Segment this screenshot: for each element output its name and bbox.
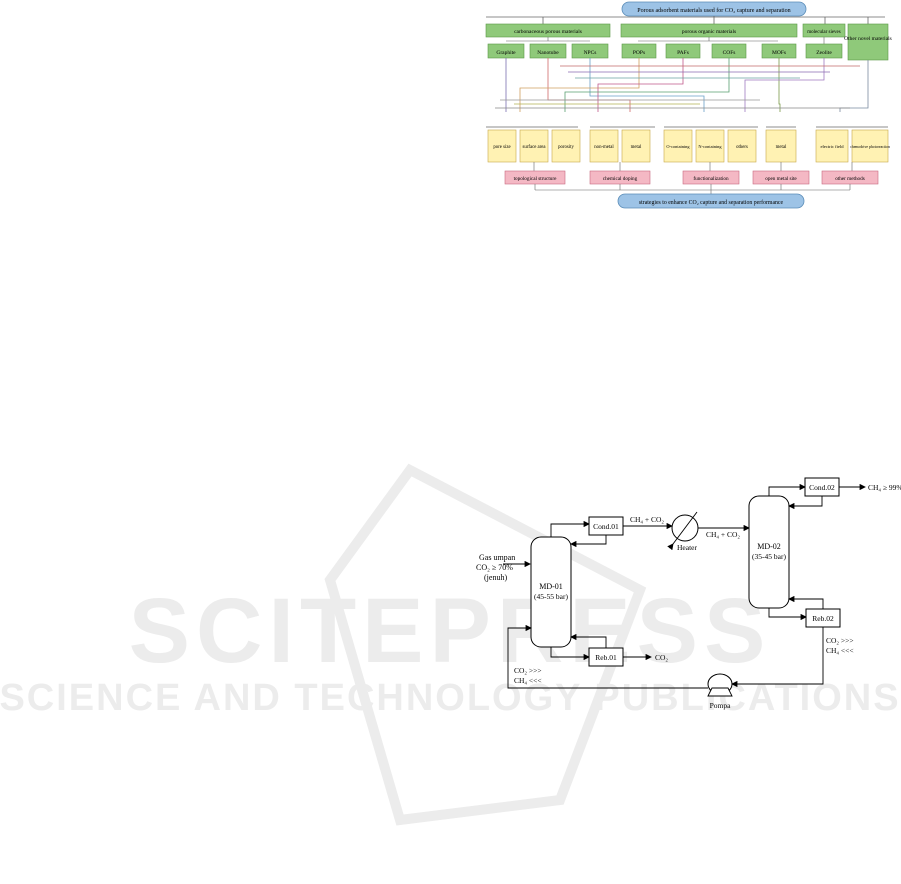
strategy-label: open metal site <box>765 176 797 182</box>
heater-stroke <box>667 511 698 551</box>
reb01-label: Reb.01 <box>595 653 617 662</box>
co2-out-label: CO₂ <box>655 653 668 662</box>
md01-bottoms <box>550 647 590 661</box>
md01-name: MD-01 <box>539 582 563 591</box>
property-label: metal <box>631 145 642 150</box>
property-o-containing <box>663 129 693 163</box>
bottom-title-box <box>617 193 805 209</box>
property-label: metal <box>776 145 787 150</box>
reb02-boilup <box>788 595 824 609</box>
property-chemodrive <box>851 129 889 163</box>
property-label: chemodrive photoreaction <box>850 145 890 149</box>
recycle-line-right <box>731 627 824 688</box>
strategy-label: functionalization <box>693 175 729 182</box>
property-label: N-containing <box>698 144 722 149</box>
md01-overhead <box>550 520 590 537</box>
property-label: O-containing <box>666 144 690 149</box>
property-label: surface area <box>522 145 546 150</box>
top-title: Porous adsorbent materials used for CO₂ … <box>637 7 790 14</box>
material-label: COFs <box>723 50 736 56</box>
category-label: porous organic materials <box>682 29 736 35</box>
property-label: pore size <box>493 145 510 150</box>
category-label: carbonaceous porous materials <box>514 29 582 35</box>
pump-base <box>707 687 733 697</box>
recycle-line-left <box>507 624 708 689</box>
bottoms2-line2: CH₄ <<< <box>826 646 854 655</box>
properties-row: pore size surface area porosity non-meta… <box>487 129 890 163</box>
material-label: MOFs <box>772 50 786 56</box>
reb02-label: Reb.02 <box>812 614 834 623</box>
reb01-boilup <box>570 633 607 648</box>
md02-overhead <box>768 483 806 496</box>
md02-pressure: (35-45 bar) <box>752 552 786 561</box>
feed-labels: Gas umpan CO₂ ≥ 70% (jenuh) <box>476 553 515 582</box>
cond02-reflux <box>788 496 823 510</box>
property-n-containing <box>695 129 725 163</box>
stream-top1-label: CH₄ + CO₂ <box>630 515 664 524</box>
heater-label: Heater <box>677 543 697 552</box>
product-label: CH₄ ≥ 99% <box>868 483 901 492</box>
material-label: Nanotube <box>537 50 559 56</box>
property-electric-field <box>815 129 849 163</box>
feed-label-2: CO₂ ≥ 70% <box>476 563 513 572</box>
watermark-title: SCITEPRESS <box>129 580 772 682</box>
stream-top2-label: CH₄ + CO₂ <box>706 530 740 539</box>
property-pore-size <box>487 129 517 163</box>
md01-pressure: (45-55 bar) <box>534 592 568 601</box>
md02-bottoms <box>768 608 807 621</box>
material-label: Zeolite <box>816 50 832 56</box>
category-label: Other novel materials <box>844 36 892 42</box>
cond01-reflux <box>570 535 607 548</box>
property-metal-site <box>765 129 797 163</box>
property-porosity <box>551 129 581 163</box>
bottom-bus <box>534 184 851 194</box>
watermark-emblem <box>324 463 647 826</box>
strategy-label: topological structure <box>514 176 557 182</box>
bottom-title: strategies to enhance CO₂ capture and se… <box>639 199 784 206</box>
material-label: Graphite <box>496 50 516 56</box>
recycle-line2: CH₄ <<< <box>514 676 542 685</box>
property-label: non-metal <box>594 145 614 150</box>
bottoms2-line1: CO₂ >>> <box>826 636 854 645</box>
property-label: porosity <box>558 145 574 150</box>
material-label: PAFs <box>677 50 689 56</box>
property-metal <box>621 129 651 163</box>
category-label: molecular sieves <box>807 30 841 35</box>
strategy-connectors <box>533 162 853 171</box>
cond01-label: Cond.01 <box>593 522 619 531</box>
category-other-label: Other novel materials <box>844 36 892 42</box>
material-label: NPCs <box>584 50 597 56</box>
property-label: others <box>736 145 748 150</box>
property-non-metal <box>589 129 619 163</box>
material-label: POPs <box>633 50 645 56</box>
property-surface-area <box>519 129 549 163</box>
property-others <box>727 129 757 163</box>
recycle-line1: CO₂ >>> <box>514 666 542 675</box>
property-label: electric field <box>820 144 844 149</box>
feed-label-1: Gas umpan <box>479 553 515 562</box>
feed-label-3: (jenuh) <box>484 573 507 582</box>
md02-name: MD-02 <box>757 542 781 551</box>
pump-label: Pompa <box>710 701 732 710</box>
cond02-label: Cond.02 <box>809 483 835 492</box>
connection-lines <box>495 58 869 112</box>
strategy-label: chemical doping <box>603 176 638 182</box>
strategy-label: other methods <box>835 176 865 182</box>
